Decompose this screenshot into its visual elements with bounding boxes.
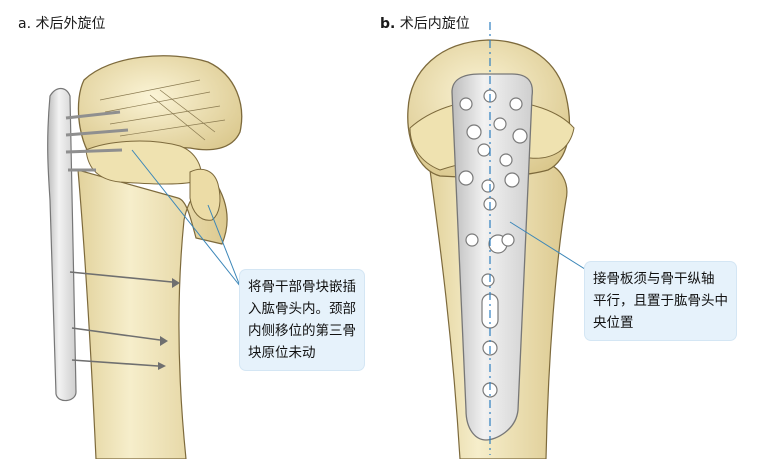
medial-fragment-a — [189, 168, 221, 221]
shaft-screws-a — [69, 271, 173, 367]
callout-a-line-1: 将骨干部骨块嵌插 — [248, 279, 356, 295]
locking-plate-a — [47, 87, 77, 402]
plate-holes-b — [458, 89, 528, 398]
callout-b-line-2: 平行，且置于肱骨头中 — [593, 293, 728, 309]
callout-a-line-3: 内侧移位的第三骨 — [248, 323, 356, 339]
callout-b-line-3: 央位置 — [593, 315, 634, 331]
humerus-shaft-a — [77, 169, 228, 459]
callout-a: 将骨干部骨块嵌插 入肱骨头内。颈部 内侧移位的第三骨 块原位未动 — [240, 270, 364, 370]
callout-b-line-1: 接骨板须与骨干纵轴 — [593, 271, 715, 287]
suture-lines-a — [99, 79, 226, 141]
leader-line-b — [509, 221, 597, 277]
callout-a-line-4: 块原位未动 — [248, 345, 316, 361]
callout-b: 接骨板须与骨干纵轴 平行，且置于肱骨头中 央位置 — [585, 262, 736, 340]
panel-a-title: 术后外旋位 — [35, 16, 106, 32]
panel-b-prefix: b. — [380, 16, 396, 32]
panel-b-drawing — [407, 22, 597, 459]
leader-lines-a — [131, 149, 241, 287]
proximal-screws-a — [65, 110, 129, 172]
screw-tips-a — [158, 278, 180, 370]
panel-a-drawing — [47, 55, 243, 459]
locking-plate-b — [451, 73, 534, 441]
panel-b-label: b. 术后内旋位 — [380, 13, 470, 33]
panel-a-label: a. 术后外旋位 — [18, 13, 105, 33]
panel-b-title: 术后内旋位 — [399, 16, 470, 32]
callout-a-line-2: 入肱骨头内。颈部 — [248, 301, 356, 317]
panel-a-prefix: a. — [18, 16, 32, 32]
greater-tuberosity-a — [85, 140, 202, 185]
